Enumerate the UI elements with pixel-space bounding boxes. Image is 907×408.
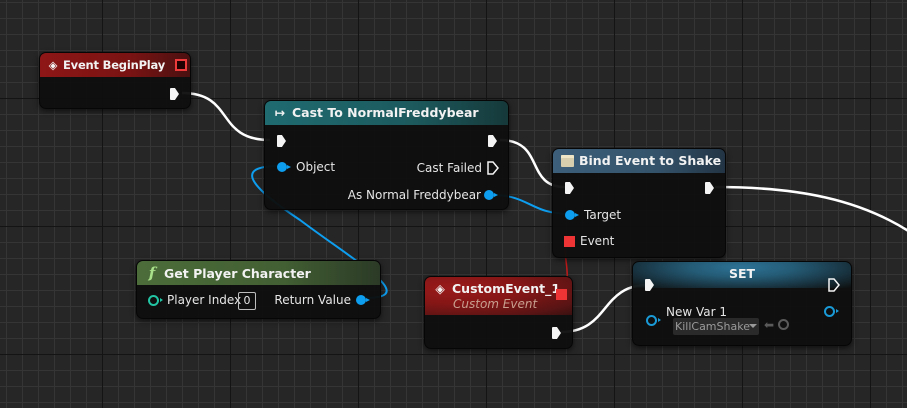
cast-exec-output-pin[interactable] [488, 135, 497, 147]
as-normal-freddybear-label: As Normal Freddybear [347, 188, 481, 202]
event-pin-label: Event [580, 234, 615, 248]
custom-event-node[interactable]: ◈ CustomEvent_1 Custom Event [424, 276, 573, 349]
set-variable-value: KillCamShake [675, 320, 750, 333]
delegate-box-icon [561, 155, 574, 167]
chevron-down-icon [749, 324, 757, 328]
cast-failed-exec-pin[interactable] [487, 161, 499, 175]
event-beginplay-title: Event BeginPlay [63, 58, 166, 72]
get-player-character-title: Get Player Character [164, 266, 311, 281]
return-value-label: Return Value [274, 293, 351, 307]
event-beginplay-node[interactable]: ◈ Event BeginPlay [39, 52, 191, 109]
cast-failed-label: Cast Failed [416, 161, 482, 175]
target-input-pin[interactable] [565, 210, 579, 220]
bind-event-node[interactable]: Bind Event to Shake Target Event [552, 148, 726, 258]
custom-event-exec-output-pin[interactable] [552, 327, 561, 339]
bind-event-header: Bind Event to Shake [553, 149, 725, 173]
custom-event-subtitle: Custom Event [453, 297, 538, 311]
function-icon: f [148, 264, 156, 282]
use-selected-arrow-icon[interactable]: ⬅ [764, 318, 775, 332]
set-title: SET [728, 266, 756, 281]
return-value-output-pin[interactable] [356, 295, 370, 305]
event-beginplay-header: ◈ Event BeginPlay [40, 53, 190, 77]
custom-event-title: CustomEvent_1 [452, 281, 561, 296]
set-variable-value-dropdown[interactable]: KillCamShake [673, 318, 759, 335]
browse-search-icon[interactable] [778, 319, 789, 330]
target-pin-label: Target [584, 208, 622, 222]
cast-title: Cast To NormalFreddybear [292, 105, 479, 120]
cast-arrow-icon: ↦ [274, 105, 286, 120]
cast-exec-input-pin[interactable] [277, 135, 286, 147]
set-exec-input-pin[interactable] [645, 279, 654, 291]
set-variable-node[interactable]: SET New Var 1 KillCamShake ⬅ [632, 261, 852, 346]
set-header: SET [633, 262, 851, 288]
set-value-input-pin[interactable] [646, 315, 661, 326]
exec-output-pin[interactable] [170, 88, 179, 100]
bind-event-title: Bind Event to Shake [579, 153, 722, 168]
custom-event-header: ◈ CustomEvent_1 Custom Event [425, 277, 572, 315]
event-delegate-input-pin[interactable] [564, 236, 575, 247]
event-diamond-icon: ◈ [48, 58, 58, 72]
bind-exec-input-pin[interactable] [565, 182, 574, 194]
bind-exec-output-pin[interactable] [705, 182, 714, 194]
object-input-pin[interactable] [277, 162, 291, 172]
object-pin-label: Object [296, 160, 336, 174]
event-diamond-icon: ◈ [435, 281, 445, 296]
player-index-label: Player Index [167, 293, 242, 307]
player-index-input-pin[interactable] [148, 295, 163, 306]
get-player-character-node[interactable]: f Get Player Character Player Index 0 Ret… [136, 260, 381, 319]
delegate-output-pin[interactable] [556, 289, 567, 300]
set-exec-output-pin[interactable] [828, 278, 840, 292]
player-index-value-input[interactable]: 0 [238, 292, 256, 310]
cast-header: ↦ Cast To NormalFreddybear [265, 101, 508, 125]
set-value-output-pin[interactable] [824, 306, 839, 317]
cast-node[interactable]: ↦ Cast To NormalFreddybear Object Cast Fa… [264, 100, 509, 210]
set-variable-name-label: New Var 1 [666, 305, 728, 319]
delegate-output-pin[interactable] [175, 59, 187, 71]
get-player-character-header: f Get Player Character [137, 261, 380, 285]
as-normal-freddybear-output-pin[interactable] [484, 190, 498, 200]
